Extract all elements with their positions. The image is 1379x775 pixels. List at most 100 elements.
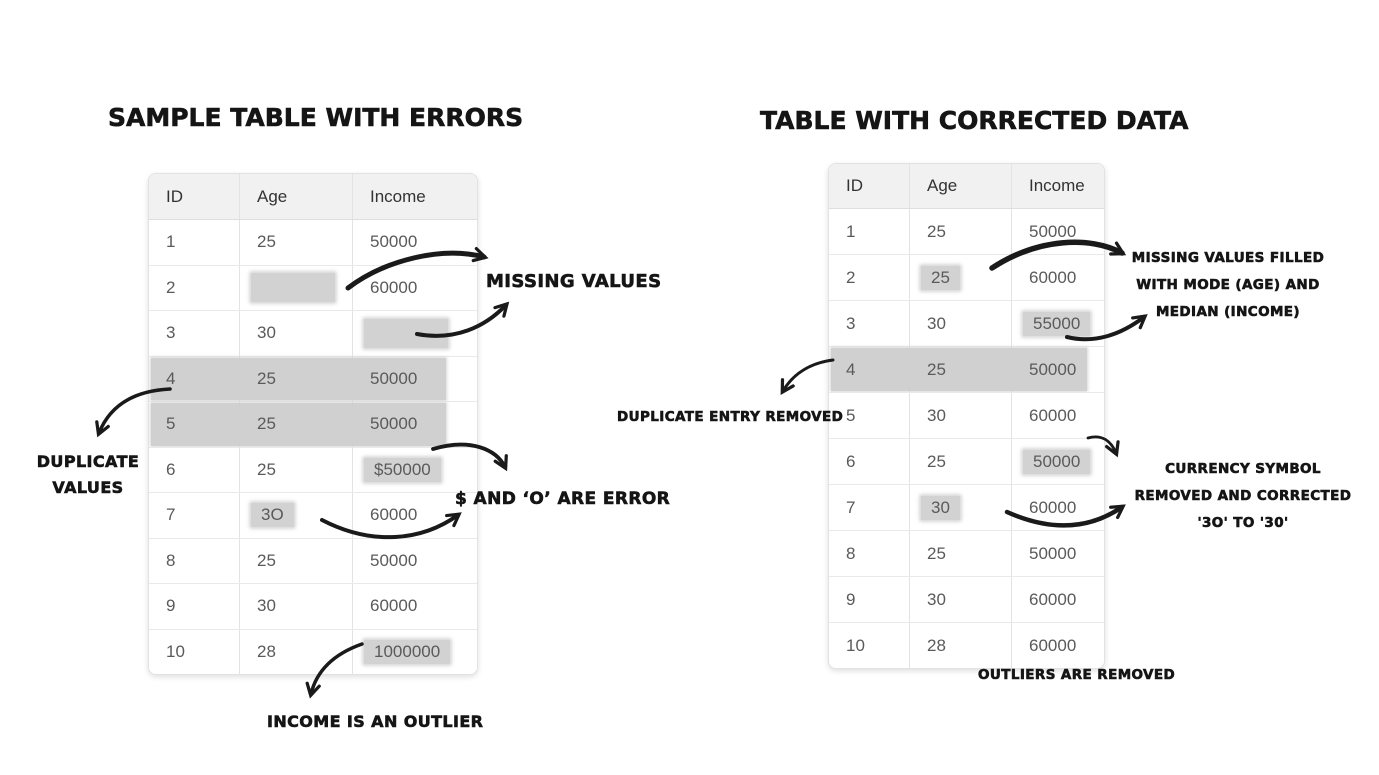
cell-value: 4 <box>166 368 176 388</box>
cell-value: 1 <box>846 221 856 241</box>
table-cell: 7 <box>149 493 239 538</box>
cell-value: 50000 <box>370 368 418 388</box>
highlighted-cell-value: 30 <box>921 495 960 520</box>
table-cell: 9 <box>829 577 909 622</box>
table-cell: 2 <box>149 266 239 311</box>
table-cell: 25 <box>239 220 352 265</box>
table-cell: 60000 <box>1011 255 1104 300</box>
cell-value: 30 <box>257 596 276 616</box>
cell-value: 25 <box>927 451 946 471</box>
column-header: ID <box>846 176 863 195</box>
duplicate-values-annotation: DUPLICATE VALUES <box>36 452 140 498</box>
table-cell: 25 <box>239 356 352 401</box>
table-cell: 28 <box>239 629 352 674</box>
cell-value: 2 <box>846 267 856 287</box>
table-cell: 5 <box>829 393 909 438</box>
table-cell: 60000 <box>1011 577 1104 622</box>
table-cell: 9 <box>149 584 239 629</box>
table-cell: 2 <box>829 255 909 300</box>
cell-value: 7 <box>166 505 176 525</box>
table-cell: 1000000 <box>352 629 477 674</box>
table-cell: 1 <box>149 220 239 265</box>
table-cell: 50000 <box>352 402 477 447</box>
cell-value: 25 <box>257 368 276 388</box>
table-cell: 6 <box>149 448 239 493</box>
cell-value: 5 <box>846 405 856 425</box>
table-cell: 60000 <box>1011 393 1104 438</box>
cell-value: 25 <box>257 459 276 479</box>
cell-value: 50000 <box>1029 359 1077 379</box>
outliers-removed-annotation: OUTLIERS ARE REMOVED <box>978 667 1176 684</box>
cell-value: 2 <box>166 277 176 297</box>
table-cell: 25 <box>909 439 1011 484</box>
cell-value: 25 <box>257 550 276 570</box>
table-cell: 25 <box>909 347 1011 392</box>
table-cell: 25 <box>909 209 1011 254</box>
table-cell: 8 <box>829 531 909 576</box>
missing-values-annotation: MISSING VALUES <box>486 271 662 293</box>
table-cell: $50000 <box>352 447 477 492</box>
highlighted-cell-value: 55000 <box>1023 311 1091 336</box>
cell-value: 28 <box>927 635 946 655</box>
table-row: 7 30 60000 <box>829 484 1104 530</box>
cell-value: 10 <box>166 641 185 661</box>
cell-value: 28 <box>257 641 276 661</box>
table-cell: 60000 <box>1011 485 1104 530</box>
table-cell: 3O <box>239 493 352 538</box>
table-row: 5 25 50000 <box>149 401 477 447</box>
cell-value: 30 <box>927 589 946 609</box>
table-cell: 60000 <box>352 265 477 310</box>
table-row: 6 25 $50000 <box>149 446 477 493</box>
table-row: 4 25 50000 <box>149 355 477 401</box>
cell-value: 50000 <box>1029 543 1077 563</box>
table-cell: 8 <box>149 539 239 584</box>
currency-corrected-annotation: CURRENCY SYMBOL REMOVED AND CORRECTED '3… <box>1134 461 1352 532</box>
table-cell: 60000 <box>352 584 477 629</box>
column-header: Age <box>239 174 352 219</box>
table-cell: 55000 <box>1011 301 1104 346</box>
duplicate-removed-annotation: DUPLICATE ENTRY REMOVED <box>617 409 844 426</box>
cell-value: 5 <box>166 414 176 434</box>
cell-value: 25 <box>257 414 276 434</box>
table-cell <box>352 311 477 356</box>
cell-value: 60000 <box>370 505 418 525</box>
cell-value: 8 <box>166 550 176 570</box>
table-cell: 28 <box>909 623 1011 668</box>
column-header: Income <box>352 174 477 219</box>
cell-value: 9 <box>166 596 176 616</box>
table-row: 7 3O 60000 <box>149 492 477 538</box>
cell-value: 6 <box>166 459 176 479</box>
table-row: 8 25 50000 <box>829 530 1104 576</box>
highlighted-cell-value: 25 <box>921 265 960 290</box>
table-cell: 3 <box>829 301 909 346</box>
highlighted-cell-value: 3O <box>251 503 294 528</box>
table-cell: 30 <box>909 577 1011 622</box>
dollar-error-annotation: $ AND ‘O’ ARE ERROR <box>455 489 671 510</box>
table-cell: 25 <box>239 538 352 583</box>
right-table-title: TABLE WITH CORRECTED DATA <box>760 106 1189 135</box>
cell-value: 8 <box>846 543 856 563</box>
cell-value: 7 <box>846 497 856 517</box>
cell-value: 10 <box>846 635 865 655</box>
highlighted-cell-value <box>364 318 448 348</box>
table-cell: 50000 <box>1011 439 1104 484</box>
cell-value: 25 <box>927 221 946 241</box>
cell-value: 9 <box>846 589 856 609</box>
cell-value: 25 <box>927 359 946 379</box>
table-row: 10 28 1000000 <box>149 628 477 674</box>
table-cell: 25 <box>909 531 1011 576</box>
table-cell: 25 <box>239 447 352 492</box>
table-cell: 7 <box>829 485 909 530</box>
column-header: Age <box>909 164 1011 208</box>
